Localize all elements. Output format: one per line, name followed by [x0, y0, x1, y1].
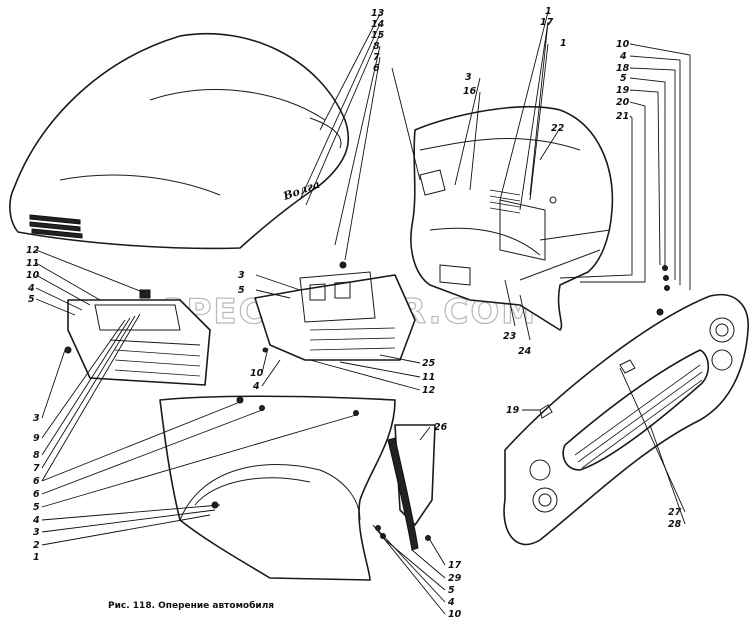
callout-cowlright-6: 20	[616, 97, 630, 108]
callout-fender-6: 1	[33, 552, 40, 563]
callout-cowl-1: 1	[545, 6, 552, 17]
callout-mid-3: 10	[250, 368, 264, 379]
callout-fender-11: 4	[447, 597, 455, 608]
callout-fender-12: 10	[448, 609, 462, 620]
hood: Волга	[9, 32, 350, 250]
callout-hood-5: 7	[373, 52, 380, 63]
callout-mid-2: 5	[238, 285, 245, 296]
callout-fender-10: 5	[448, 585, 455, 596]
callout-left-1: 12	[26, 245, 40, 256]
callout-fender-4: 3	[33, 527, 40, 538]
callout-hood-3: 15	[371, 30, 385, 41]
callout-mid-6: 11	[422, 372, 435, 383]
callout-cowl-7: 23	[503, 331, 517, 342]
callout-cowlright-2: 4	[619, 51, 627, 62]
cowl-assembly	[410, 105, 614, 331]
callout-cowlright-5: 19	[616, 85, 630, 96]
callout-mid-1: 3	[238, 270, 245, 281]
callout-left-2: 11	[26, 258, 39, 269]
callout-left-8: 8	[33, 450, 40, 461]
callout-left-3: 10	[26, 270, 40, 281]
callout-fender-1: 6	[33, 489, 40, 500]
callout-hood-1: 13	[371, 8, 385, 19]
callout-left-5: 5	[28, 294, 35, 305]
callout-cowl-3: 1	[560, 38, 567, 49]
callout-cowl-6: 22	[551, 123, 565, 134]
fender	[159, 395, 396, 581]
callout-left-6: 3	[33, 413, 40, 424]
callout-cowlright-1: 10	[616, 39, 630, 50]
callout-cowl-2: 17	[540, 17, 554, 28]
front-grille-panel	[503, 293, 749, 546]
callout-cowlright-7: 21	[616, 111, 629, 122]
fastener-stack	[662, 265, 670, 291]
fender-trim	[375, 424, 436, 551]
callout-fender-5: 2	[33, 540, 40, 551]
callout-hood-4: 8	[373, 41, 380, 52]
callout-mid-5: 25	[422, 358, 436, 369]
callout-fender-3: 4	[32, 515, 40, 526]
callout-numbers: 13 14 15 8 7 6 1 17 1 3 16 22 23 24 10 4…	[26, 6, 682, 620]
callout-left-9: 7	[33, 463, 40, 474]
callout-hood-6: 6	[373, 63, 380, 74]
callout-mid-4: 4	[252, 381, 260, 392]
callout-fender-9: 29	[448, 573, 462, 584]
callout-cowl-5: 16	[463, 86, 477, 97]
callout-left-7: 9	[33, 433, 40, 444]
callout-cowlright-3: 18	[616, 63, 630, 74]
callout-left-4: 4	[27, 283, 35, 294]
callout-left-10: 6	[33, 476, 40, 487]
callout-fender-2: 5	[33, 502, 40, 513]
callout-grille-3: 28	[668, 519, 682, 530]
callout-mid-7: 12	[422, 385, 436, 396]
callout-fender-8: 17	[448, 560, 462, 571]
callout-fender-7: 26	[434, 422, 448, 433]
callout-cowl-4: 3	[465, 72, 472, 83]
callout-cowl-8: 24	[518, 346, 532, 357]
callout-cowlright-4: 5	[620, 73, 627, 84]
leader-lines	[35, 11, 691, 615]
left-inner-panel	[64, 289, 211, 386]
callout-hood-2: 14	[371, 19, 385, 30]
figure-caption: Рис. 118. Оперение автомобиля	[108, 600, 274, 611]
callout-grille-1: 19	[506, 405, 520, 416]
middle-inner-panel	[254, 261, 416, 361]
callout-grille-2: 27	[668, 507, 682, 518]
